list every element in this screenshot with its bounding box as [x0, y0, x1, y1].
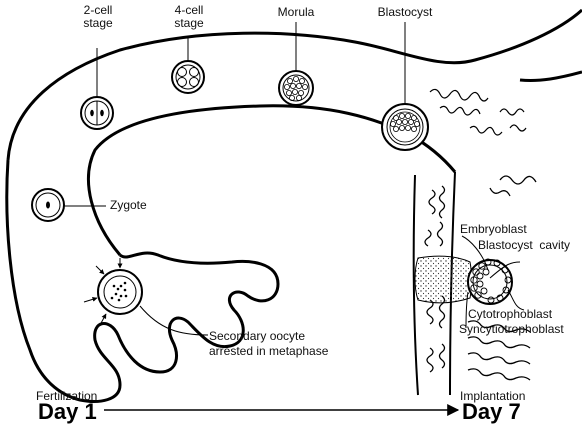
label-two-cell-line2: stage — [83, 16, 113, 30]
label-syncytiotrophoblast: Syncytiotrophoblast — [459, 322, 564, 336]
label-secondary-oocyte: Secondary oocyte arrested in metaphase — [209, 330, 328, 358]
label-four-cell-line2: stage — [174, 16, 204, 30]
label-day-end: Day 7 — [462, 399, 521, 424]
zygote-nucleus — [46, 201, 50, 209]
label-two-cell: 2-cell stage — [73, 4, 123, 30]
four-cell-embryo — [171, 60, 205, 94]
zygote-inner — [35, 192, 61, 218]
leader-lines — [64, 22, 525, 336]
fimbriae-outline — [5, 159, 280, 403]
label-morula: Morula — [277, 5, 315, 19]
label-cytotrophoblast: Cytotrophoblast — [468, 307, 553, 321]
label-fertilization: Fertilization — [36, 389, 98, 403]
endometrium-edge — [412, 174, 419, 396]
label-blastocyst: Blastocyst — [377, 5, 433, 19]
label-secondary-oocyte-line1: Secondary oocyte — [209, 329, 306, 343]
cytotrophoblast-cells — [470, 258, 512, 304]
tube-mucosa-folds — [429, 88, 527, 136]
sperm-arrows — [83, 258, 123, 326]
metaphase-chromosomes — [110, 281, 128, 302]
label-day-start: Day 1 — [38, 399, 97, 424]
label-zygote: Zygote — [110, 198, 147, 212]
blastocyst-in-tube — [381, 103, 429, 151]
label-blastocyst-cavity: Blastocyst cavity — [478, 238, 571, 252]
label-two-cell-line1: 2-cell — [83, 3, 113, 17]
syncytiotrophoblast-invasion — [414, 255, 472, 304]
label-four-cell-line1: 4-cell — [174, 3, 204, 17]
label-implantation: Implantation — [460, 389, 526, 403]
secondary-oocyte — [97, 269, 143, 315]
label-embryoblast: Embryoblast — [460, 222, 527, 236]
uterine-tube-outer-wall — [6, 8, 582, 161]
label-four-cell: 4-cell stage — [164, 4, 214, 30]
implanting-blastocyst-inner — [472, 264, 508, 300]
uterine-tube-upper-wall — [519, 70, 582, 82]
label-secondary-oocyte-line2: arrested in metaphase — [209, 344, 329, 358]
